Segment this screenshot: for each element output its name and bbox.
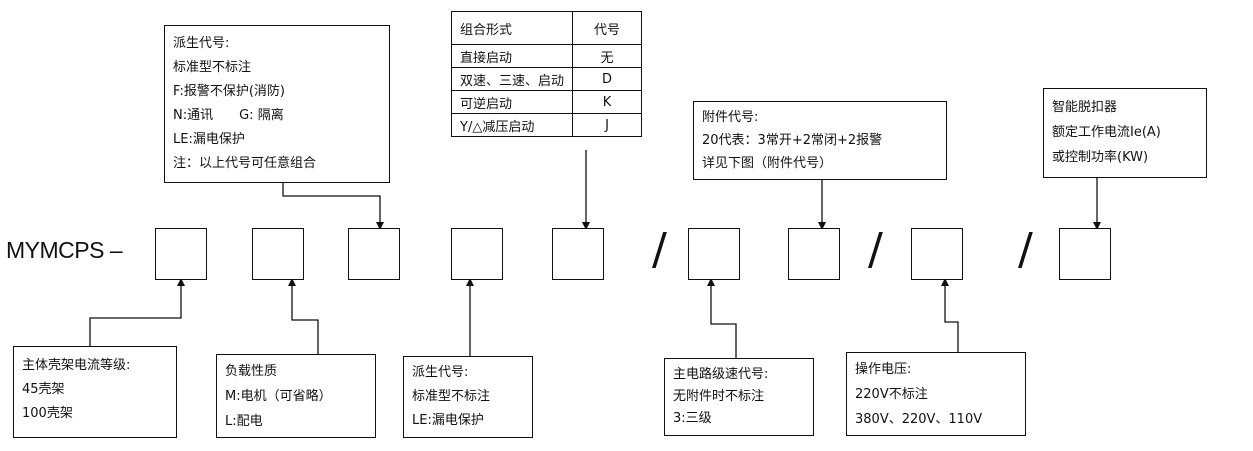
box-line: 派生代号: — [412, 365, 469, 380]
code-slot-load-type — [252, 228, 304, 280]
box-line: 标准型不标注 — [412, 389, 491, 404]
table-header-cell: 代号 — [572, 11, 643, 45]
box-line: 或控制功率(KW) — [1052, 150, 1149, 165]
box-line: LE:漏电保护 — [412, 413, 484, 428]
code-slot-accessory — [788, 228, 840, 280]
code-slot-derivative-top — [348, 228, 400, 280]
operating-voltage-box: 操作电压: 220V不标注 380V、220V、110V — [846, 352, 1026, 436]
box-line: 详见下图（附件代号） — [702, 156, 833, 171]
box-line: 无附件时不标注 — [673, 389, 765, 404]
table-row: 直接启动 无 — [450, 44, 643, 68]
arrow-voltage — [941, 278, 959, 352]
derivative-code-bottom-box: 派生代号: 标准型不标注 LE:漏电保护 — [403, 356, 533, 438]
arrow-derivative-top — [282, 183, 384, 230]
code-slot-voltage — [911, 228, 963, 280]
table-cell: 直接启动 — [450, 44, 574, 68]
frame-current-box: 主体壳架电流等级: 45壳架 100壳架 — [13, 346, 177, 438]
combination-table: 组合形式 代号 直接启动 无 双速、三速、启动 D 可逆启动 K Y/△减压启动… — [450, 11, 643, 137]
box-line: 380V、220V、110V — [855, 412, 983, 427]
table-cell: Y/△减压启动 — [450, 113, 574, 137]
model-prefix: MYMCPS – — [6, 237, 123, 263]
arrow-frame-current — [89, 278, 185, 346]
trip-unit-box: 智能脱扣器 额定工作电流Ie(A) 或控制功率(KW) — [1043, 88, 1207, 178]
table-cell: 无 — [572, 44, 643, 68]
box-line: 100壳架 — [22, 406, 73, 421]
table-cell: J — [572, 113, 643, 137]
code-slot-trip-unit — [1059, 228, 1111, 280]
box-line: F:报警不保护(消防) — [173, 84, 285, 99]
table-row: 双速、三速、启动 D — [450, 67, 643, 91]
separator-slash: / — [868, 224, 883, 275]
box-line: 智能脱扣器 — [1052, 100, 1118, 115]
box-line: 附件代号: — [702, 110, 759, 125]
table-cell: 双速、三速、启动 — [450, 67, 574, 91]
derivative-code-box: 派生代号: 标准型不标注 F:报警不保护(消防) N:通讯 G: 隔离 LE:漏… — [164, 25, 390, 183]
table-cell: K — [572, 90, 643, 114]
box-line: 主体壳架电流等级: — [22, 358, 131, 373]
separator-slash: / — [652, 224, 667, 275]
box-line: 派生代号: — [173, 36, 230, 51]
box-line: 20代表：3常开+2常闭+2报警 — [702, 133, 883, 148]
box-line: LE:漏电保护 — [173, 132, 245, 147]
accessory-code-box: 附件代号: 20代表：3常开+2常闭+2报警 详见下图（附件代号） — [693, 101, 947, 180]
box-line: L:配电 — [225, 414, 263, 429]
separator-slash: / — [1018, 224, 1033, 275]
box-line: 45壳架 — [22, 382, 65, 397]
box-line: 负载性质 — [225, 364, 278, 379]
table-cell: D — [572, 67, 643, 91]
box-line: N:通讯 G: 隔离 — [173, 108, 284, 123]
box-line: 3:三级 — [673, 411, 712, 426]
code-slot-derivative-bottom — [451, 228, 503, 280]
box-line: 标准型不标注 — [173, 60, 252, 75]
table-row: 可逆启动 K — [450, 90, 643, 114]
code-slot-frame-current — [155, 228, 207, 280]
box-line: 220V不标注 — [855, 387, 928, 402]
table-header-cell: 组合形式 — [450, 11, 574, 45]
box-line: 操作电压: — [855, 362, 912, 377]
table-cell: 可逆启动 — [450, 90, 574, 114]
code-slot-combination — [552, 228, 604, 280]
box-line: 注：以上代号可任意组合 — [173, 156, 317, 171]
table-row: Y/△减压启动 J — [450, 113, 643, 137]
box-line: 额定工作电流Ie(A) — [1052, 125, 1161, 140]
arrow-pole-code — [707, 278, 737, 358]
load-type-box: 负载性质 M:电机（可省略） L:配电 — [216, 354, 376, 438]
code-slot-pole-code — [688, 228, 740, 280]
arrow-load-type — [288, 278, 319, 354]
pole-code-box: 主电路级速代号: 无附件时不标注 3:三级 — [664, 358, 814, 436]
box-line: M:电机（可省略） — [225, 389, 332, 404]
table-header-row: 组合形式 代号 — [450, 11, 643, 45]
box-line: 主电路级速代号: — [673, 367, 769, 382]
